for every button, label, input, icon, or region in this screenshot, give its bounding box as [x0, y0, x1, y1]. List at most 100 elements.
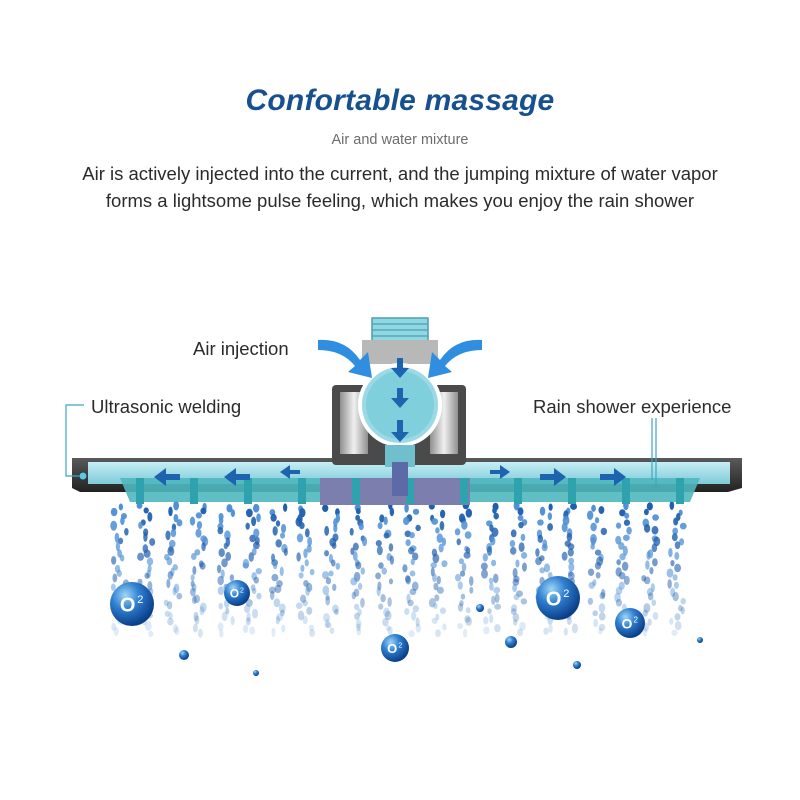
- water-drop: [173, 583, 180, 594]
- water-drop: [409, 532, 415, 539]
- water-drop: [306, 544, 312, 553]
- water-drop: [230, 509, 236, 518]
- water-drop: [623, 519, 631, 526]
- water-drop: [587, 597, 594, 605]
- water-drop: [225, 551, 232, 561]
- o2-symbol: O: [622, 615, 633, 631]
- ultrasonic-welding-leader: [65, 404, 84, 477]
- water-drop: [409, 588, 417, 596]
- water-drop: [355, 619, 362, 629]
- water-drop: [668, 547, 673, 558]
- water-drop: [492, 507, 497, 514]
- water-drop: [168, 611, 173, 620]
- water-drop: [535, 548, 540, 557]
- water-drop: [567, 543, 575, 550]
- water-drop: [651, 526, 659, 535]
- water-drop: [615, 522, 622, 529]
- water-drop: [376, 545, 383, 556]
- water-drop: [375, 540, 382, 547]
- water-drop: [598, 603, 606, 613]
- water-drop: [111, 555, 117, 565]
- water-drop: [487, 608, 492, 615]
- water-drop: [512, 583, 518, 593]
- water-drop: [308, 624, 315, 632]
- water-drop: [334, 608, 339, 616]
- water-drop: [469, 586, 474, 594]
- water-drop: [172, 624, 178, 634]
- water-drop: [193, 594, 201, 604]
- water-drop: [353, 588, 360, 597]
- water-drop: [249, 626, 256, 635]
- o2-superscript: 2: [563, 588, 569, 600]
- water-drop: [303, 548, 308, 559]
- water-drop: [465, 607, 471, 614]
- water-drop: [256, 513, 261, 523]
- water-drop: [439, 607, 446, 615]
- water-drop: [586, 510, 594, 520]
- water-drop: [192, 565, 197, 575]
- water-drop: [324, 622, 332, 629]
- water-drop: [566, 616, 572, 625]
- water-drop: [331, 542, 337, 549]
- water-drop: [385, 625, 391, 632]
- water-drop: [408, 547, 415, 555]
- water-drop: [520, 598, 528, 605]
- water-drop: [195, 528, 202, 538]
- water-drop: [149, 538, 156, 546]
- water-drop: [594, 549, 602, 556]
- water-drop: [412, 508, 420, 515]
- water-drop: [642, 627, 648, 637]
- water-drop: [458, 558, 465, 565]
- water-drop: [189, 516, 196, 526]
- rain-shower-label: Rain shower experience: [533, 396, 732, 417]
- water-drop: [673, 581, 679, 589]
- water-drop: [217, 622, 224, 631]
- water-drop: [218, 602, 223, 610]
- water-drop: [218, 548, 225, 558]
- water-drop: [352, 542, 359, 551]
- water-drop: [618, 571, 626, 580]
- water-drop: [118, 537, 124, 545]
- water-drop: [406, 593, 411, 604]
- water-drop: [410, 558, 415, 566]
- water-drop: [148, 630, 154, 637]
- water-drop: [381, 567, 388, 575]
- water-drop: [167, 546, 175, 557]
- water-drop: [224, 530, 231, 541]
- water-drop: [543, 627, 549, 635]
- water-drop: [143, 549, 151, 558]
- water-drop: [170, 528, 177, 538]
- water-drop: [242, 624, 249, 633]
- flow-arrows: [154, 358, 626, 486]
- water-drop: [587, 568, 595, 576]
- water-drop: [242, 562, 249, 569]
- water-drop: [200, 507, 207, 515]
- water-drop: [230, 615, 235, 626]
- water-drop: [434, 594, 440, 602]
- air-bubble: [476, 604, 484, 612]
- water-drop: [383, 516, 388, 526]
- water-drop: [616, 559, 621, 566]
- water-drop: [461, 520, 468, 530]
- water-drop: [510, 608, 517, 615]
- air-bubble: [505, 636, 517, 648]
- water-drop: [173, 513, 179, 523]
- water-drop: [512, 567, 518, 578]
- water-drop: [491, 595, 496, 605]
- water-drop: [439, 509, 446, 519]
- water-drop: [493, 586, 501, 594]
- water-drop: [614, 592, 621, 603]
- water-drop: [165, 530, 171, 541]
- o2-superscript: 2: [137, 594, 143, 606]
- water-drop: [441, 537, 447, 547]
- water-drop: [674, 552, 680, 560]
- water-drop: [680, 597, 686, 605]
- nozzle: [298, 478, 306, 504]
- water-drop: [303, 580, 309, 587]
- water-drop: [322, 585, 330, 596]
- water-drop: [376, 586, 381, 597]
- water-drop: [164, 610, 170, 617]
